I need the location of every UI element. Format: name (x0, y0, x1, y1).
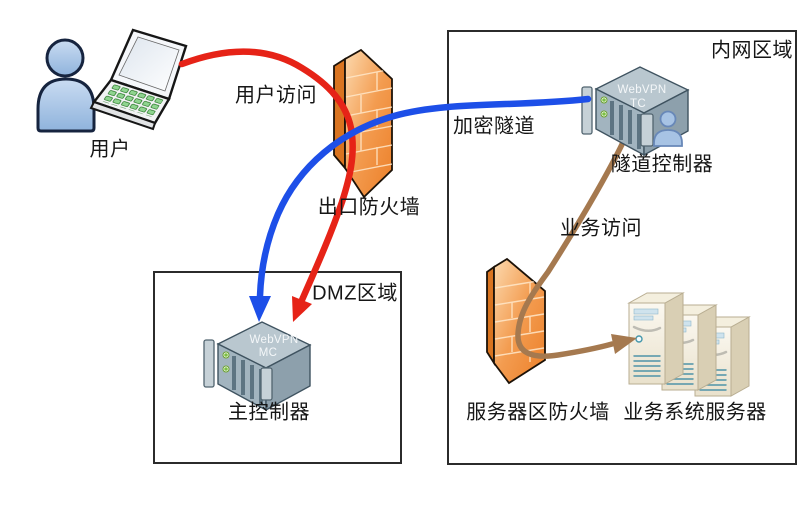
business-access-flow-line (515, 119, 635, 359)
server-firewall-icon (486, 257, 546, 385)
dmz-zone-box (153, 271, 402, 464)
main-controller-device-code: MC (258, 347, 278, 359)
business-servers-label: 业务系统服务器 (623, 401, 767, 424)
encrypted-tunnel-flow-label: 加密隧道 (453, 115, 535, 138)
tunnel-controller-icon (581, 66, 690, 157)
user-access-arrowhead (292, 296, 312, 322)
encrypted-tunnel-flow-line (256, 95, 592, 300)
user-person-icon (36, 38, 96, 133)
laptop-icon (89, 28, 188, 131)
dmz-zone-label: DMZ区域 (312, 282, 398, 305)
small-user-icon (653, 110, 683, 147)
user-access-flow-label: 用户访问 (235, 84, 317, 107)
business-access-arrowhead (611, 334, 637, 354)
server-firewall-label: 服务器区防火墙 (466, 401, 610, 424)
tunnel-controller-device-name: WebVPN (617, 84, 667, 96)
user-access-flow-line (178, 48, 356, 304)
intranet-zone-label: 内网区域 (711, 39, 793, 62)
exit-firewall-label: 出口防火墙 (317, 196, 421, 219)
intranet-zone-box (447, 30, 797, 465)
tunnel-controller-label: 隧道控制器 (610, 153, 714, 176)
business-servers-icon (627, 292, 751, 397)
main-controller-label: 主控制器 (228, 401, 310, 424)
main-controller-device-name: WebVPN (249, 334, 299, 346)
business-access-flow-label: 业务访问 (560, 217, 642, 240)
tunnel-controller-device-code: TC (630, 98, 646, 110)
exit-firewall-icon (333, 48, 393, 199)
encrypted-tunnel-arrowhead (249, 296, 271, 322)
main-controller-icon (203, 321, 312, 412)
user-label: 用户 (89, 138, 131, 161)
